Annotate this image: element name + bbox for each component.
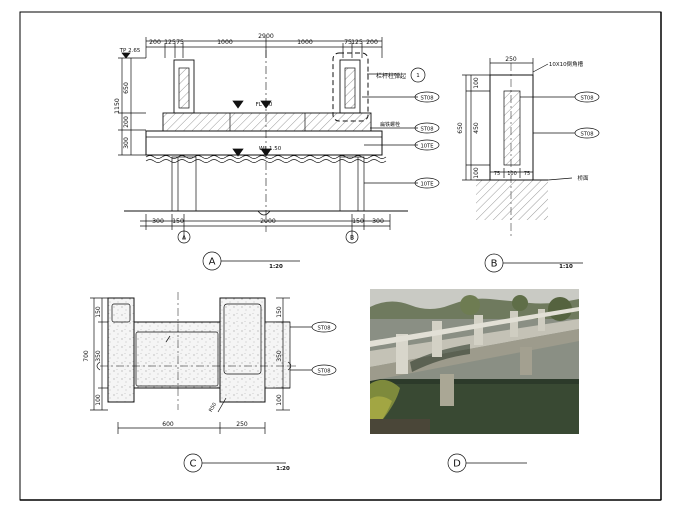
- view-a-tag: A: [209, 257, 216, 268]
- view-d-tag: D: [453, 459, 461, 470]
- dim-a-left-0: 650: [123, 82, 130, 94]
- callout-a-post: 栏杆柱弹起: [376, 72, 406, 80]
- dim-c-bottom-0: 600: [162, 421, 174, 428]
- view-b-scale: 1:10: [559, 264, 573, 270]
- dim-a-bottom-2: 2000: [260, 218, 276, 225]
- dim-c-left-1: 150: [95, 306, 102, 318]
- dim-a-top-1: 125: [164, 39, 176, 46]
- dim-a-bottom-4: 300: [372, 218, 384, 225]
- dim-b-left-0: 100: [473, 77, 480, 89]
- dim-b-left-2: 450: [473, 122, 480, 134]
- dim-a-top-3: 1000: [217, 39, 233, 46]
- bubble-c-1: ST08: [317, 369, 330, 375]
- dim-a-top-0: 200: [149, 39, 161, 46]
- bubble-a-0: ST08: [420, 96, 433, 102]
- bubble-a-1: ST08: [420, 127, 433, 133]
- note-b-rebar: 10X10倒角槽: [549, 60, 584, 68]
- view-a-elevation: [118, 37, 440, 271]
- dim-a-left-1: 1150: [114, 98, 121, 114]
- dim-c-bottom-1: 250: [236, 421, 248, 428]
- dim-a-top-4: 1000: [297, 39, 313, 46]
- elev-a-deck: FL 2.0: [256, 102, 273, 108]
- bubble-b-1: ST08: [580, 132, 593, 138]
- view-c-tag: C: [190, 459, 197, 470]
- view-c-plan: [90, 292, 337, 473]
- detail-ref-a: 1: [416, 73, 420, 79]
- dim-c-right-1: 350: [276, 350, 283, 362]
- dim-c-left-0: 700: [83, 350, 90, 362]
- dim-a-bottom-0: 300: [152, 218, 164, 225]
- dim-b-left-1: 650: [457, 122, 464, 134]
- axis-a-left: A: [182, 235, 187, 242]
- view-b-section: [462, 58, 600, 273]
- dim-c-right-0: 150: [276, 306, 283, 318]
- dim-a-left-2: 200: [123, 116, 130, 128]
- view-b-tag: B: [491, 259, 498, 270]
- bubble-a-3: 10TE: [420, 182, 433, 188]
- dim-a-top-2: 75: [176, 39, 184, 46]
- dim-c-right-2: 100: [276, 394, 283, 406]
- bubble-a-2: 10TE: [420, 144, 433, 150]
- dim-a-bottom-1: 150: [172, 218, 184, 225]
- label-c-radius: R50: [208, 402, 218, 414]
- view-d-tag-group: [447, 453, 527, 473]
- dim-b-bottom-2: 75: [524, 171, 530, 177]
- dim-a-overall: 2900: [258, 33, 274, 40]
- view-a-scale: 1:20: [269, 264, 283, 270]
- dim-b-bottom-0: 75: [494, 171, 500, 177]
- dim-a-top-5: 75: [344, 39, 352, 46]
- view-b-text: 250 100 650 450 100 75 100 75 10X10倒角槽 桥…: [457, 56, 594, 270]
- bubble-c-0: ST08: [317, 326, 330, 332]
- dim-b-bottom-1: 100: [507, 171, 517, 177]
- bubble-b-0: ST08: [580, 96, 593, 102]
- dim-a-top-7: 200: [366, 39, 378, 46]
- elev-a-top: TP 2.65: [119, 48, 141, 54]
- elev-a-water: WL 1.50: [259, 146, 282, 152]
- axis-a-right: B: [350, 235, 354, 242]
- dim-b-top: 250: [505, 56, 517, 63]
- view-c-scale: 1:20: [276, 466, 290, 472]
- view-c-text: 700 150 350 100 150 350 100 600 250 R50 …: [83, 306, 331, 472]
- dim-c-left-3: 100: [95, 394, 102, 406]
- label-a-side: 扁铁螺栓: [380, 121, 400, 128]
- dim-a-top-6: 125: [351, 39, 363, 46]
- dim-a-bottom-3: 150: [352, 218, 364, 225]
- bridge-photo: [370, 289, 579, 434]
- dim-a-left-3: 300: [123, 137, 130, 149]
- dim-c-left-2: 350: [95, 350, 102, 362]
- note-b-base: 桥面: [577, 174, 589, 182]
- view-a-text: 200 125 75 1000 1000 75 125 200 2900 650…: [114, 33, 434, 270]
- dim-b-left-3: 100: [473, 167, 480, 179]
